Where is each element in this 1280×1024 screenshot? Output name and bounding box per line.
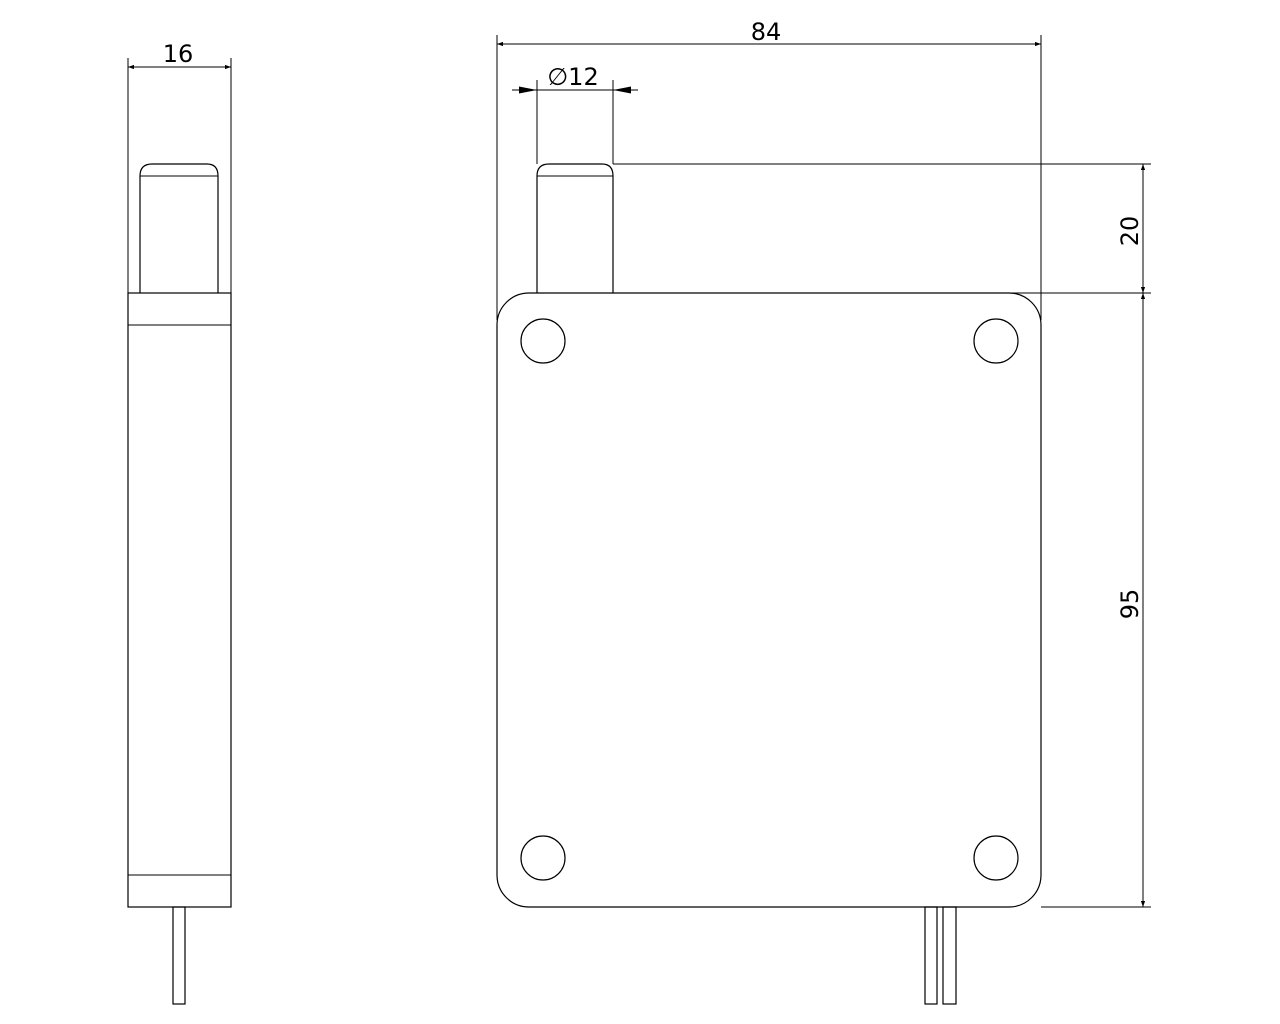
mounting-hole-bottom-right: [973, 835, 1019, 881]
front-view: 84 ∅12 20 95: [496, 18, 1151, 1005]
dim-dia-label: ∅12: [547, 63, 598, 91]
front-pin: [536, 163, 614, 293]
dim-20-label: 20: [1116, 216, 1144, 247]
front-plate: [496, 292, 1042, 908]
mounting-hole-top-right: [973, 318, 1019, 364]
mounting-hole-bottom-left: [520, 835, 566, 881]
dim-84-label: 84: [751, 18, 782, 46]
side-body: [127, 292, 232, 908]
side-view: 16: [127, 40, 232, 1005]
dim-16-label: 16: [163, 40, 194, 68]
dim-95-label: 95: [1116, 589, 1144, 620]
side-pin: [139, 163, 219, 293]
dim-dia-arrow-right: [613, 86, 631, 94]
dim-dia-arrow-left: [519, 86, 537, 94]
side-lead: [172, 906, 186, 1005]
mounting-hole-top-left: [520, 318, 566, 364]
front-lead-left: [924, 906, 938, 1005]
front-lead-right: [942, 906, 957, 1005]
